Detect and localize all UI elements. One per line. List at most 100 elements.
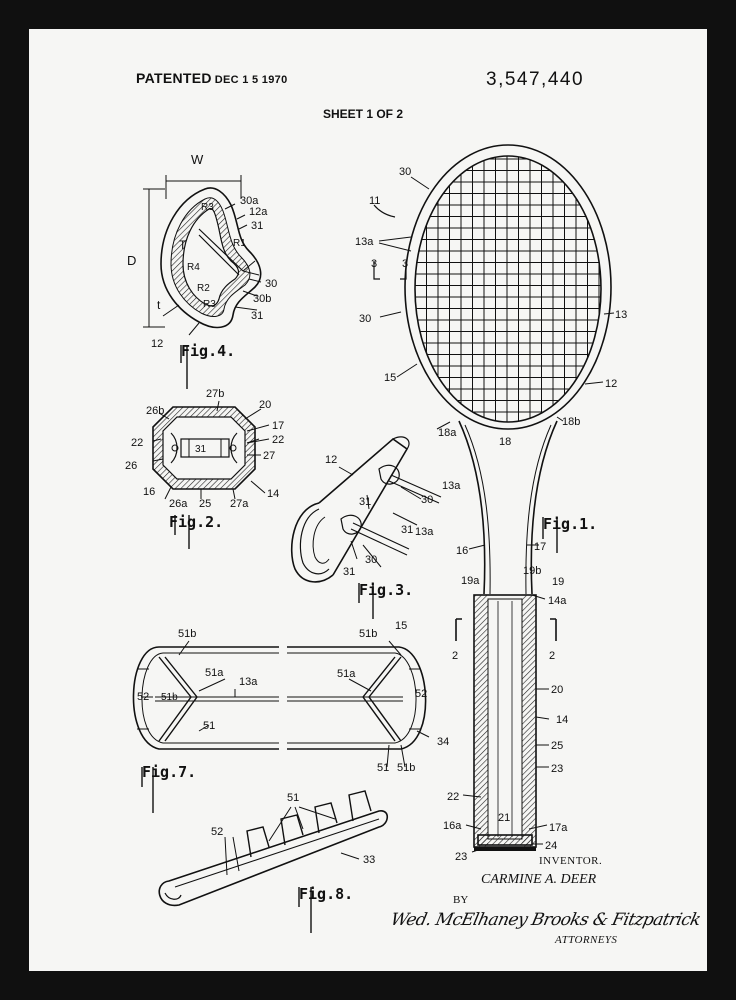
- attorneys-label: ATTORNEYS: [555, 934, 618, 946]
- callout: 20: [259, 399, 271, 411]
- callout: 31: [359, 496, 371, 508]
- inventor-name: CARMINE A. DEER: [481, 872, 597, 887]
- callout: 16a: [443, 820, 462, 832]
- callout: 21: [498, 812, 510, 824]
- callout: 22: [131, 437, 143, 449]
- callout: 51: [377, 762, 389, 774]
- fig1-callouts: 11 30 13a 3 3 30 13 15 12 18a 18 18b 16 …: [355, 166, 627, 863]
- fig4-cross-section: [143, 175, 262, 336]
- callout: 13a: [355, 236, 374, 248]
- callout: R3: [203, 299, 216, 310]
- callout: 27a: [230, 498, 249, 510]
- callout: 30b: [253, 293, 271, 305]
- section-marker-left: [455, 618, 462, 641]
- fig2-label: Fig.2.: [169, 513, 223, 549]
- callout: 51b: [161, 692, 178, 703]
- callout: 51b: [397, 762, 415, 774]
- callout: 26: [125, 460, 137, 472]
- fig7-label: Fig.7.: [141, 763, 196, 813]
- callout: 26b: [146, 405, 164, 417]
- sheet-number: SHEET 1 OF 2: [323, 107, 404, 121]
- callout: 11: [369, 195, 380, 207]
- tube-right-outer: [287, 646, 427, 750]
- callout: 52: [415, 688, 427, 700]
- callout: 51: [203, 720, 215, 732]
- throat-left: [458, 420, 486, 595]
- callout: 2: [452, 650, 458, 662]
- callout: 13a: [415, 526, 434, 538]
- inventor-label: INVENTOR.: [539, 855, 603, 867]
- callout: 51a: [337, 668, 356, 680]
- throat-right: [530, 420, 558, 595]
- callout: 52: [211, 826, 223, 838]
- callout: 51: [287, 792, 299, 804]
- callout: 23: [455, 851, 467, 863]
- fig2-cross-section: [152, 400, 270, 500]
- callout: 51b: [359, 628, 377, 640]
- callout: 22: [272, 434, 284, 446]
- callout: 31: [343, 566, 355, 578]
- callout: 16: [456, 545, 468, 557]
- callout: 30: [265, 278, 277, 290]
- fig8-label: Fig.8.: [298, 885, 353, 933]
- fig4-title: Fig.4.: [181, 342, 235, 360]
- racket-frame-outer: [404, 144, 612, 430]
- callout: 12: [151, 338, 163, 350]
- patent-number: 3,547,440: [486, 69, 585, 90]
- callout: 30a: [240, 195, 259, 207]
- callout: 30: [365, 554, 377, 566]
- callout: 17: [534, 541, 546, 553]
- callout: 15: [384, 372, 396, 384]
- fig1-label: Fig.1.: [542, 515, 597, 553]
- callout: 51a: [205, 667, 224, 679]
- callout: 31: [251, 310, 263, 322]
- callout: R3: [201, 202, 214, 213]
- fig7-callouts: 51b 51b 15 51a 13a 51a 52 51b 51 52 51 5…: [137, 620, 449, 774]
- grommet-lower: [340, 514, 362, 535]
- attorneys-signature: Wed. McElhaney Brooks & Fitzpatrick: [388, 910, 703, 930]
- callout: 13a: [239, 676, 258, 688]
- callout: 30: [399, 166, 411, 178]
- fig3-label: Fig.3.: [358, 581, 413, 619]
- patent-date: DEC 1 5 1970: [214, 74, 288, 86]
- callout: 52: [137, 691, 149, 703]
- callout: 27: [263, 450, 275, 462]
- callout: 14a: [548, 595, 567, 607]
- fig2-title: Fig.2.: [169, 513, 223, 531]
- frame-outline-outer: [160, 187, 262, 329]
- fig2-callouts: 27b 26b 20 17 22 31 22 26 27 16 26a 25 2…: [125, 388, 284, 510]
- handle-octagon-inner: [162, 416, 246, 480]
- throat-left-inner: [464, 424, 491, 595]
- callout: 26a: [169, 498, 188, 510]
- callout: 14: [267, 488, 279, 500]
- callout: 13a: [442, 480, 461, 492]
- callout: 19: [552, 576, 564, 588]
- callout: 17a: [549, 822, 568, 834]
- racket-frame-inner: [414, 155, 602, 423]
- callout: 23: [551, 763, 563, 775]
- callout: 34: [437, 736, 449, 748]
- callout: 24: [545, 840, 557, 852]
- fig3-title: Fig.3.: [359, 581, 413, 599]
- callout: 12: [325, 454, 337, 466]
- callout: 14: [556, 714, 568, 726]
- callout: 30: [421, 494, 433, 506]
- fig8-callouts: 51 52 33: [211, 792, 375, 866]
- butt-cap: [477, 834, 533, 846]
- fig3-perspective: [290, 436, 442, 583]
- callout: 18a: [438, 427, 457, 439]
- callout: 19a: [461, 575, 480, 587]
- fig1-racket: [373, 144, 615, 853]
- callout: 2: [549, 650, 555, 662]
- frame-body: [318, 437, 409, 576]
- throat-right-inner: [525, 424, 552, 595]
- callout: W: [191, 152, 204, 167]
- callout: 27b: [206, 388, 224, 400]
- fig1-title: Fig.1.: [543, 515, 597, 533]
- patented-label: PATENTED: [136, 70, 212, 86]
- callout: t: [157, 298, 161, 312]
- callout: 18b: [562, 416, 580, 428]
- callout: R4: [187, 262, 200, 273]
